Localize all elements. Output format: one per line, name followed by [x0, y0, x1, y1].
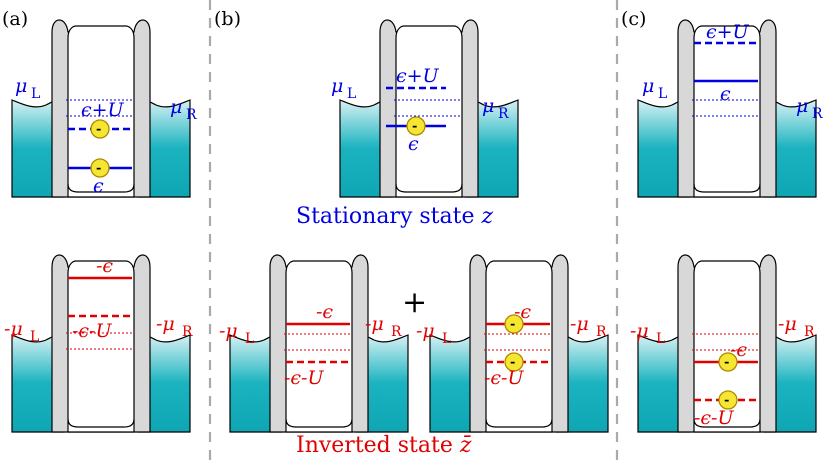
well-b-bottom-right: - - -ϵ -ϵ-U -μ L -μ R	[416, 254, 609, 433]
svg-text:L: L	[656, 331, 665, 347]
electron-icon	[406, 116, 426, 136]
svg-text:L: L	[442, 331, 451, 347]
plus-sign: +	[402, 285, 427, 320]
caption-stationary: Stationary state z	[296, 204, 493, 229]
svg-text:L: L	[30, 329, 39, 345]
svg-text:-: -	[510, 355, 515, 370]
svg-text:R: R	[804, 324, 815, 340]
label-eps: ϵ	[720, 83, 731, 105]
label-neg-mu-r: -μ	[365, 313, 384, 335]
svg-text:R: R	[498, 106, 509, 122]
well-a-bottom: -ϵ -ϵ-U -μ L -μ R	[4, 254, 193, 433]
label-neg-eps-u: -ϵ-U	[284, 367, 324, 389]
label-eps: ϵ	[408, 133, 419, 155]
electron-icon	[718, 390, 738, 410]
well-c-bottom: - - -ϵ -ϵ-U -μ L -μ R	[630, 254, 817, 433]
svg-text:L: L	[658, 86, 667, 102]
svg-text:-: -	[96, 122, 101, 137]
svg-text:R: R	[812, 106, 823, 122]
label-mu-r: μ	[796, 95, 808, 117]
svg-text:-: -	[510, 317, 515, 332]
label-neg-eps-u: -ϵ-U	[72, 320, 112, 342]
label-mu-l: μ	[15, 75, 27, 97]
svg-text:L: L	[347, 86, 356, 102]
label-neg-mu-r: -μ	[778, 313, 797, 335]
panel-tag-a: (a)	[2, 8, 28, 30]
label-neg-mu-r: -μ	[156, 313, 175, 335]
svg-text:R: R	[186, 107, 197, 123]
svg-text:-: -	[96, 161, 101, 176]
label-neg-eps: -ϵ	[730, 339, 747, 361]
svg-text:R: R	[182, 324, 193, 340]
well-b-bottom-left: -ϵ -ϵ-U -μ L -μ R	[219, 254, 409, 433]
label-eps: ϵ	[93, 175, 104, 197]
label-mu-l: μ	[331, 75, 343, 97]
label-mu-r: μ	[170, 96, 182, 118]
label-neg-mu-l: -μ	[219, 320, 238, 342]
svg-text:-: -	[724, 393, 729, 408]
label-neg-mu-l: -μ	[416, 320, 435, 342]
caption-inverted: Inverted state z̄	[296, 433, 472, 458]
label-neg-mu-l: -μ	[4, 318, 23, 340]
panel-tag-b: (b)	[214, 8, 241, 30]
label-neg-eps: -ϵ	[316, 301, 333, 323]
svg-text:R: R	[391, 324, 402, 340]
label-neg-eps: -ϵ	[96, 255, 113, 277]
label-eps-u: ϵ+U	[706, 21, 750, 43]
well-a-top: - - ϵ+U ϵ μ L μ R	[11, 19, 197, 198]
electron-icon	[504, 352, 524, 372]
label-neg-eps: -ϵ	[514, 301, 531, 323]
svg-text:L: L	[245, 331, 254, 347]
label-eps-u: ϵ+U	[81, 99, 125, 121]
well-c-top: ϵ+U ϵ μ L μ R	[637, 19, 823, 198]
label-neg-mu-r: -μ	[570, 313, 589, 335]
label-mu-l: μ	[642, 75, 654, 97]
svg-text:-: -	[412, 119, 417, 134]
electron-icon	[90, 158, 110, 178]
svg-text:R: R	[596, 324, 607, 340]
svg-text:L: L	[31, 86, 40, 102]
electron-icon	[504, 314, 524, 334]
label-neg-eps-u: -ϵ-U	[694, 407, 734, 429]
svg-text:-: -	[724, 355, 729, 370]
label-neg-mu-l: -μ	[630, 320, 649, 342]
well-b-top: - ϵ+U ϵ μ L μ R	[331, 19, 519, 198]
electron-icon	[90, 119, 110, 139]
label-eps-u: ϵ+U	[396, 65, 440, 87]
label-neg-eps-u: -ϵ-U	[484, 367, 524, 389]
electron-icon	[718, 352, 738, 372]
panel-tag-c: (c)	[621, 8, 646, 30]
label-mu-r: μ	[482, 95, 494, 117]
